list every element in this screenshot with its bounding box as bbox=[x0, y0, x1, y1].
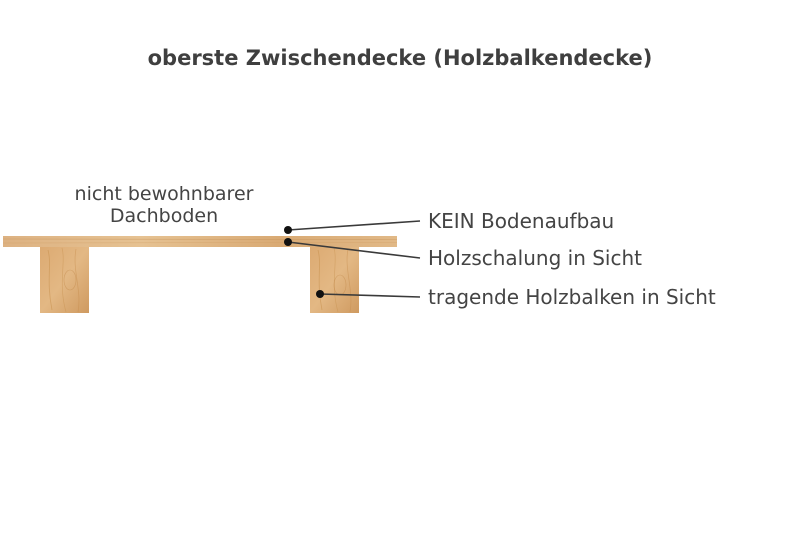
timber-beam-right bbox=[310, 247, 359, 313]
callout-no-floor-build-up: KEIN Bodenaufbau bbox=[428, 209, 615, 233]
leader-no-floor-build-up bbox=[284, 220, 421, 234]
callout-visible-beams: tragende Holzbalken in Sicht bbox=[428, 285, 716, 309]
callout-visible-sheathing: Holzschalung in Sicht bbox=[428, 246, 642, 270]
leader-visible-beams bbox=[316, 290, 421, 298]
diagram-title: oberste Zwischendecke (Holzbalkendecke) bbox=[147, 46, 653, 70]
timber-sheathing-board bbox=[2, 236, 398, 247]
timber-beam-left bbox=[40, 247, 89, 313]
room-label-line-2: Dachboden bbox=[109, 205, 219, 227]
room-label-line-1: nicht bewohnbarer bbox=[74, 183, 254, 205]
leader-visible-sheathing bbox=[284, 238, 421, 259]
room-label: nicht bewohnbarer Dachboden bbox=[44, 183, 284, 227]
